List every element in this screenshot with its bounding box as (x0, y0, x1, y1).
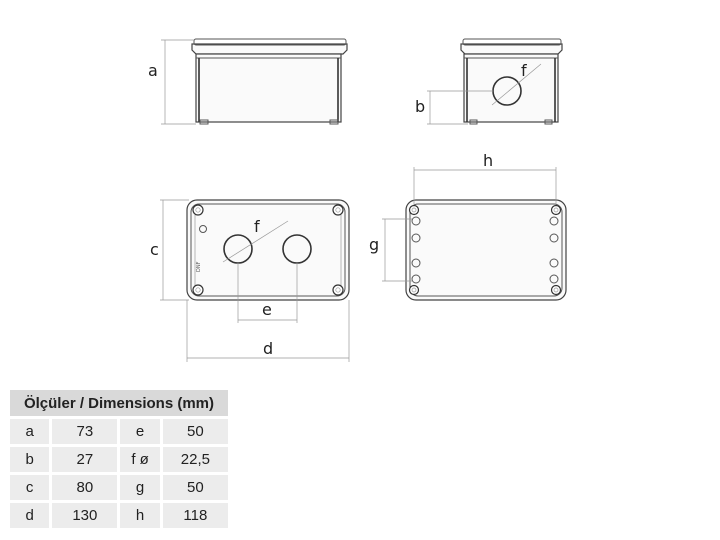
dim-value: 22,5 (162, 447, 228, 475)
front-view: a (148, 38, 348, 125)
dim-label-b: b (415, 97, 425, 116)
dim-label-f-top: f (254, 217, 260, 236)
lid-mark: DNF (196, 261, 202, 272)
dim-value: 118 (162, 503, 228, 531)
table-row: d 130 h 118 (10, 503, 228, 531)
dim-label-f-side: f (521, 61, 527, 80)
top-view: DNF f c e d (150, 199, 350, 362)
dim-label-g: g (369, 235, 379, 254)
table-row: a 73 e 50 (10, 419, 228, 447)
dim-value: 130 (52, 503, 121, 531)
table-row: c 80 g 50 (10, 475, 228, 503)
dim-key: h (120, 503, 163, 531)
dim-key: e (120, 419, 163, 447)
dim-label-h: h (483, 151, 493, 170)
table-row: b 27 f ø 22,5 (10, 447, 228, 475)
dim-key: c (10, 475, 53, 503)
dim-key: a (10, 419, 53, 447)
bottom-view: g h (369, 151, 567, 301)
dim-value: 27 (52, 447, 121, 475)
dim-value: 50 (162, 475, 228, 503)
dim-label-c: c (150, 240, 159, 259)
side-view: f b (415, 38, 563, 125)
dim-label-a: a (148, 61, 158, 80)
dim-value: 50 (162, 419, 228, 447)
dimensions-table: Ölçüler / Dimensions (mm) a 73 e 50 b 27… (10, 390, 228, 531)
dim-key: d (10, 503, 53, 531)
dim-label-d: d (263, 339, 273, 358)
dim-label-e: e (262, 300, 272, 319)
dim-key: b (10, 447, 53, 475)
dim-value: 80 (52, 475, 121, 503)
dim-key: g (120, 475, 163, 503)
dim-value: 73 (52, 419, 121, 447)
dimensions-table-title: Ölçüler / Dimensions (mm) (10, 390, 228, 419)
dim-key: f ø (120, 447, 163, 475)
